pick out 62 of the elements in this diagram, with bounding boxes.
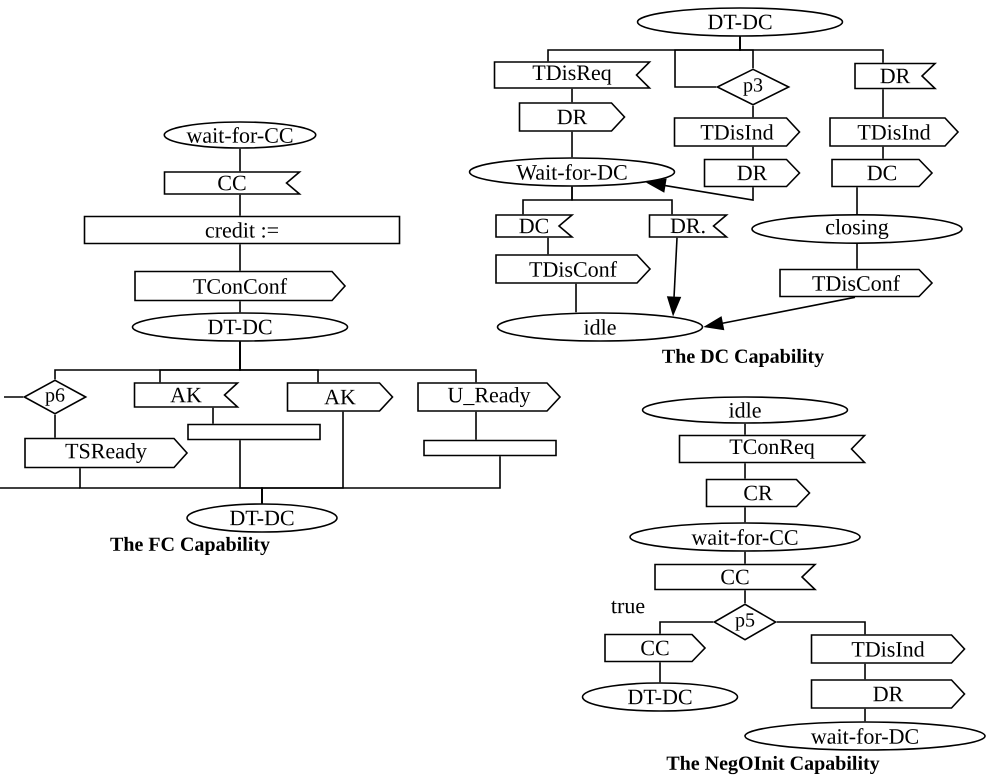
connector-line	[239, 194, 241, 216]
input-signal-box: AK	[134, 382, 240, 408]
connector-line	[752, 146, 754, 159]
connector-line	[882, 146, 884, 159]
output-signal-box: TDisConf	[495, 254, 652, 284]
output-signal-box: DR	[518, 102, 626, 132]
connector-line	[239, 301, 241, 312]
output-signal-box: DC	[831, 158, 934, 188]
output-signal-box: CC	[604, 634, 706, 662]
output-signal-box: DR	[704, 158, 801, 188]
output-signal-box: TDisInd	[829, 117, 960, 147]
task-box	[423, 440, 557, 456]
output-signal-box: DR	[810, 679, 966, 709]
input-signal-box: TConReq	[678, 434, 866, 464]
connector-line	[239, 342, 477, 382]
connector-line	[239, 148, 241, 172]
connector-line	[739, 36, 884, 63]
connector-line	[571, 88, 573, 102]
output-signal-box: TConConf	[134, 270, 346, 302]
connector-line	[864, 664, 866, 680]
caption: The FC Capability	[110, 536, 270, 556]
connector-line	[571, 132, 573, 158]
connector-line	[475, 412, 477, 440]
connector-line	[856, 187, 858, 214]
task-box: credit :=	[84, 216, 400, 244]
output-signal-box: AK	[286, 382, 394, 412]
connector-line	[744, 424, 746, 435]
input-signal-box: DR	[854, 62, 937, 90]
connector-line	[571, 186, 673, 214]
output-signal-box: TDisInd	[674, 117, 801, 147]
input-signal-box: CC	[164, 171, 302, 195]
output-signal-box: TSReady	[24, 438, 188, 468]
connector-line	[659, 662, 661, 682]
connector-line	[864, 708, 866, 722]
input-signal-box: DR.	[648, 214, 729, 238]
task-box	[187, 424, 321, 440]
connector-line	[239, 244, 241, 271]
connector-line	[882, 89, 884, 118]
connector-line	[744, 590, 746, 604]
connector-line	[4, 396, 24, 398]
connector-line	[744, 552, 746, 564]
output-signal-box: CR	[706, 478, 811, 508]
connector-line	[776, 621, 866, 634]
input-signal-box: CC	[654, 564, 817, 590]
caption: The NegOInit Capability	[666, 756, 880, 774]
caption: The DC Capability	[662, 348, 824, 368]
connector-line	[212, 408, 214, 424]
connector-line	[856, 244, 858, 269]
input-signal-box: DC	[495, 214, 574, 238]
output-signal-box: U_Ready	[417, 382, 562, 412]
output-signal-box: TDisConf	[779, 268, 934, 298]
connector-line	[54, 414, 56, 438]
connector-line	[744, 463, 746, 479]
connector-line	[752, 106, 754, 118]
connector-line	[575, 284, 577, 312]
connector-line	[744, 507, 746, 522]
input-signal-box: TDisReq	[494, 61, 652, 89]
connector-line	[547, 238, 549, 254]
connector-line	[659, 621, 714, 634]
connector-line	[261, 456, 501, 504]
output-signal-box: TDisInd	[810, 634, 966, 664]
edge-label: true	[610, 600, 646, 614]
